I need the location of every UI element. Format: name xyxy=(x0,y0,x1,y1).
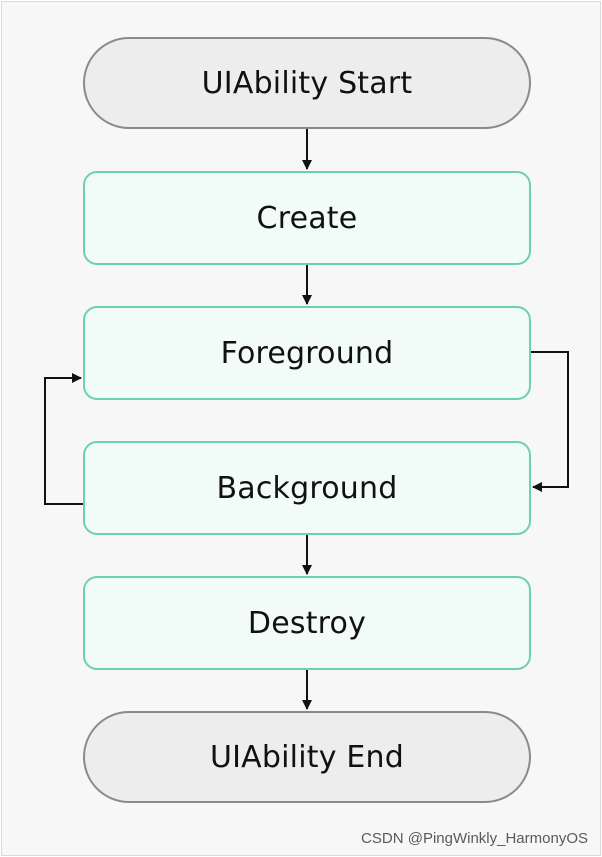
state-create: Create xyxy=(83,171,531,265)
start-node: UIAbility Start xyxy=(83,37,531,129)
state-destroy-label: Destroy xyxy=(247,605,367,641)
start-label: UIAbility Start xyxy=(201,65,413,101)
state-foreground: Foreground xyxy=(83,306,531,400)
end-node: UIAbility End xyxy=(83,711,531,803)
state-foreground-label: Foreground xyxy=(220,335,394,371)
state-destroy: Destroy xyxy=(83,576,531,670)
state-create-label: Create xyxy=(256,200,358,236)
arrow-background-to-foreground xyxy=(44,373,83,505)
arrow-foreground-to-background xyxy=(531,351,569,492)
end-label: UIAbility End xyxy=(209,739,405,775)
watermark: CSDN @PingWinkly_HarmonyOS xyxy=(361,830,588,847)
state-background-label: Background xyxy=(216,470,398,506)
state-background: Background xyxy=(83,441,531,535)
